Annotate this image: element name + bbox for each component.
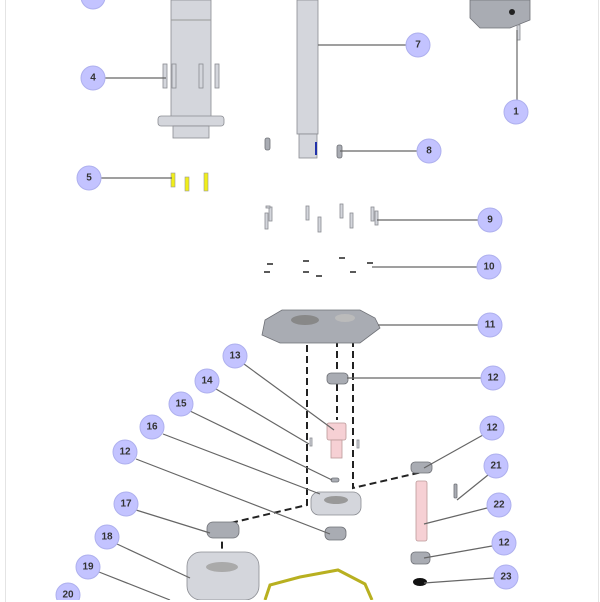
part-5-yellow-pins <box>170 172 209 192</box>
part-20-gasket <box>263 568 374 600</box>
svg-text:21: 21 <box>490 461 502 472</box>
svg-text:14: 14 <box>201 376 213 387</box>
callout-11[interactable]: 11 <box>477 312 503 338</box>
page-frame <box>5 0 599 602</box>
callout-4[interactable]: 4 <box>80 65 106 91</box>
svg-text:18: 18 <box>101 532 113 543</box>
callout-19[interactable]: 19 <box>75 554 101 580</box>
callout-12-a[interactable]: 12 <box>480 365 506 391</box>
callout-12-c[interactable]: 12 <box>479 415 505 441</box>
svg-text:23: 23 <box>500 572 512 583</box>
svg-text:5: 5 <box>86 173 92 184</box>
callout-9[interactable]: 9 <box>477 207 503 233</box>
svg-text:12: 12 <box>487 373 499 384</box>
callout-18[interactable]: 18 <box>94 524 120 550</box>
callout-7[interactable]: 7 <box>405 32 431 58</box>
callout-12-b[interactable]: 12 <box>112 439 138 465</box>
callout-17[interactable]: 17 <box>113 491 139 517</box>
svg-text:10: 10 <box>483 262 495 273</box>
callout-10[interactable]: 10 <box>476 254 502 280</box>
callout-14[interactable]: 14 <box>194 368 220 394</box>
callout-13[interactable]: 13 <box>222 343 248 369</box>
callout-15[interactable]: 15 <box>168 391 194 417</box>
svg-text:11: 11 <box>485 320 496 331</box>
svg-text:12: 12 <box>486 423 498 434</box>
svg-text:7: 7 <box>415 40 421 51</box>
svg-text:16: 16 <box>146 422 158 433</box>
part-9-screws <box>264 203 379 233</box>
svg-text:12: 12 <box>498 538 510 549</box>
leader-lines <box>98 30 518 600</box>
callout-20[interactable]: 20 <box>55 582 81 601</box>
part-11-cover <box>261 309 381 344</box>
callout-12-d[interactable]: 12 <box>491 530 517 556</box>
svg-text:13: 13 <box>229 351 241 362</box>
callout-22[interactable]: 22 <box>486 492 512 518</box>
callout-partial <box>80 0 106 10</box>
part-4-bolts <box>162 63 220 89</box>
callout-8[interactable]: 8 <box>416 138 442 164</box>
assembly-lines <box>221 340 423 560</box>
svg-text:8: 8 <box>426 146 432 157</box>
callout-21[interactable]: 21 <box>483 453 509 479</box>
svg-text:15: 15 <box>175 399 187 410</box>
svg-text:4: 4 <box>90 73 96 84</box>
svg-text:19: 19 <box>82 562 94 573</box>
svg-text:20: 20 <box>62 590 74 601</box>
part-column-tube <box>157 0 225 139</box>
svg-text:17: 17 <box>120 499 132 510</box>
svg-text:12: 12 <box>119 447 131 458</box>
callout-5[interactable]: 5 <box>76 165 102 191</box>
part-bearings <box>186 372 458 600</box>
svg-text:9: 9 <box>487 215 493 226</box>
part-10-washers <box>264 257 373 277</box>
part-1-gearbox <box>469 0 531 41</box>
svg-text:1: 1 <box>513 107 519 118</box>
callout-23[interactable]: 23 <box>493 564 519 590</box>
callout-16[interactable]: 16 <box>139 414 165 440</box>
part-7-shaft <box>296 0 319 159</box>
svg-text:22: 22 <box>493 500 505 511</box>
callout-1[interactable]: 1 <box>503 99 529 125</box>
